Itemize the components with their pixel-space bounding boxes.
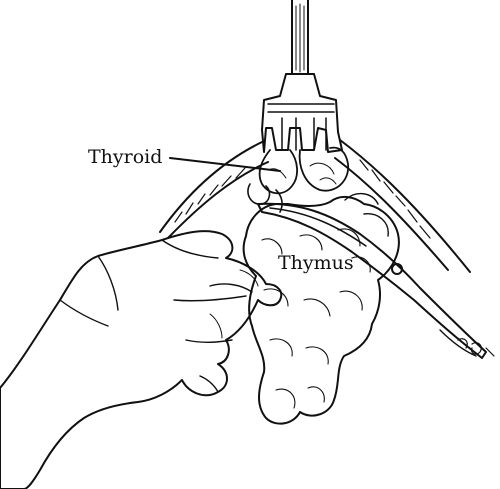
thymus-label: Thymus bbox=[278, 252, 354, 274]
thyroid-gland bbox=[247, 146, 349, 205]
surgical-scissors bbox=[257, 202, 487, 359]
thymus-gland bbox=[242, 189, 400, 425]
artist-signature bbox=[457, 338, 495, 357]
gloved-hand bbox=[0, 230, 283, 489]
retractor bbox=[261, 0, 343, 153]
thyroid-leader-line bbox=[169, 157, 281, 172]
thyroid-label: Thyroid bbox=[88, 146, 163, 168]
